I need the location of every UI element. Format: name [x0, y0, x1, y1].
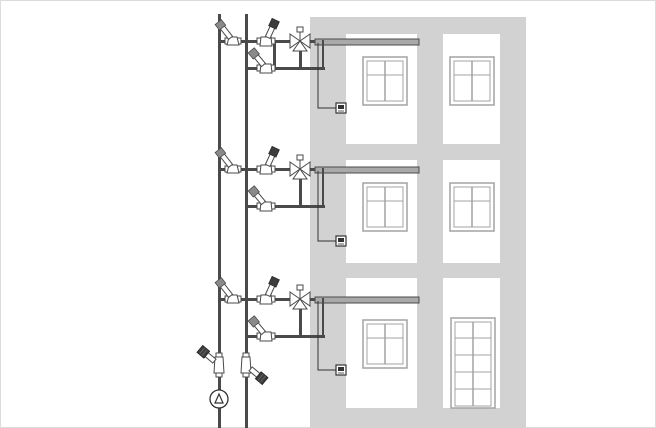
- bypass-link: [299, 168, 302, 208]
- radiant-emitter: [314, 38, 420, 46]
- return-riser: [245, 14, 248, 428]
- floor-circuit-bottom: [214, 275, 420, 376]
- radiant-emitter: [314, 296, 420, 304]
- window-top-right: [449, 56, 495, 106]
- floor-circuit-top: [214, 17, 420, 114]
- window-middle-right: [449, 182, 495, 232]
- bypass-link-2: [299, 40, 302, 70]
- bypass-link: [299, 298, 302, 338]
- return-branch: [248, 205, 325, 208]
- sensor-wire: [317, 171, 336, 242]
- windows: [362, 56, 496, 409]
- balcony-door: [450, 317, 496, 409]
- supply-riser: [218, 14, 221, 428]
- riser-valve-left: [196, 344, 225, 378]
- room-thermostat: [335, 235, 347, 247]
- window-middle-left: [362, 182, 408, 232]
- vertical-risers: [218, 14, 248, 428]
- floor-circuit-middle: [214, 145, 420, 247]
- bypass-link: [273, 40, 276, 70]
- sensor-wire: [317, 301, 336, 371]
- riser-valve-right: [240, 352, 269, 386]
- sensor-wire: [317, 43, 336, 109]
- return-branch: [248, 335, 325, 338]
- room-thermostat: [335, 364, 347, 376]
- window-top-left: [362, 56, 408, 106]
- window-bottom-left: [362, 319, 408, 369]
- radiant-emitter: [314, 166, 420, 174]
- circulation-pump: [209, 389, 229, 409]
- room-thermostat: [335, 102, 347, 114]
- return-branch: [248, 67, 325, 70]
- plant-components: [196, 344, 269, 409]
